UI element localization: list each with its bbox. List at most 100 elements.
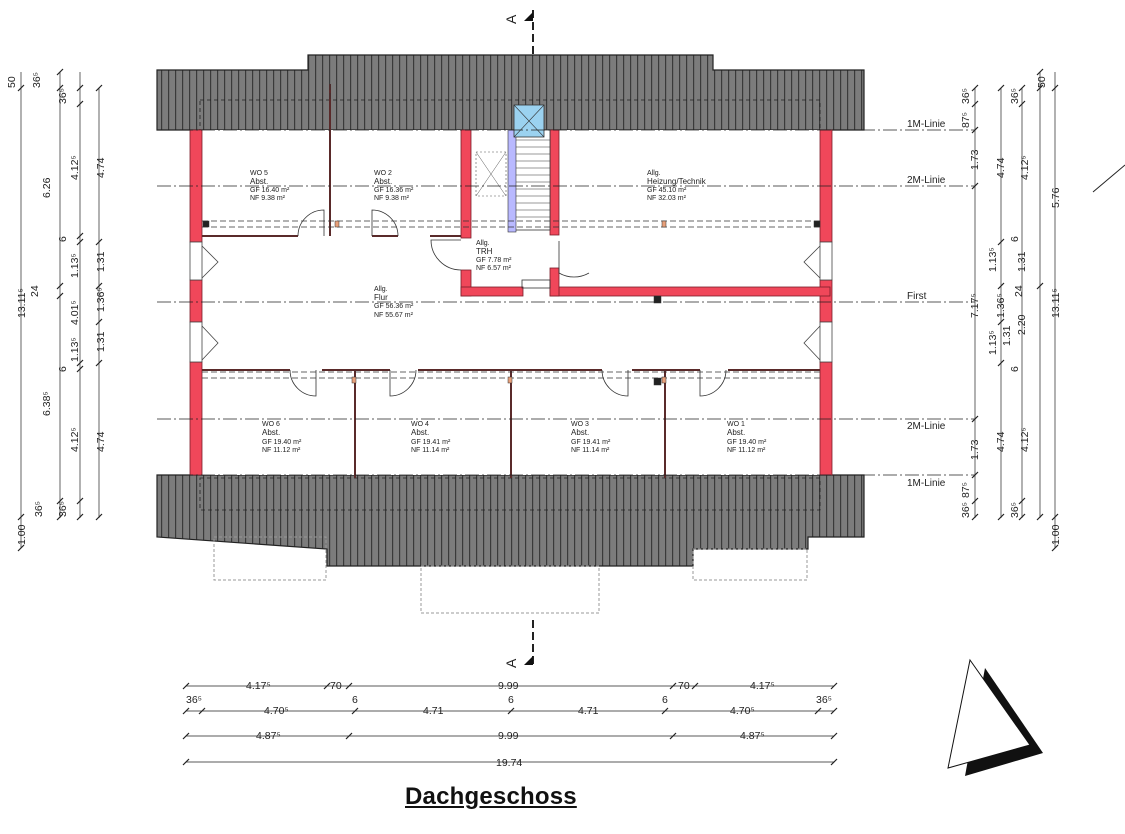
svg-text:NF 9.38 m²: NF 9.38 m² (374, 195, 410, 202)
svg-text:1.31: 1.31 (95, 251, 107, 272)
svg-text:36⁵: 36⁵ (960, 88, 972, 104)
svg-text:4.17⁵: 4.17⁵ (246, 680, 271, 692)
svg-text:WO 4: WO 4 (411, 421, 429, 428)
svg-text:1.13⁵: 1.13⁵ (987, 247, 999, 272)
room-flur: Allg. Flur GF 56.36 m² NF 55.67 m² (374, 286, 414, 319)
svg-text:TRH: TRH (476, 247, 493, 256)
svg-text:6.38⁵: 6.38⁵ (41, 391, 53, 416)
svg-text:4.71: 4.71 (423, 705, 444, 717)
svg-text:36⁵: 36⁵ (816, 694, 832, 706)
svg-text:1.31: 1.31 (1001, 325, 1013, 346)
svg-text:Abst.: Abst. (727, 428, 745, 437)
svg-text:4.12⁵: 4.12⁵ (69, 155, 81, 180)
svg-text:4.74: 4.74 (995, 431, 1007, 452)
svg-text:6: 6 (1009, 366, 1021, 372)
svg-text:1.31: 1.31 (1016, 251, 1028, 272)
svg-text:Abst.: Abst. (571, 428, 589, 437)
svg-text:1.73: 1.73 (969, 149, 981, 170)
section-label-bottom: A (503, 658, 519, 668)
svg-text:36⁵: 36⁵ (1009, 88, 1021, 104)
svg-text:9.99: 9.99 (498, 730, 519, 742)
room-wo3: WO 3 Abst. GF 19.41 m² NF 11.14 m² (571, 421, 611, 454)
dim-ticks-bottom (182, 682, 838, 766)
dim-lines-right (974, 72, 1056, 548)
svg-text:36⁵: 36⁵ (33, 501, 45, 517)
svg-text:1.13⁵: 1.13⁵ (987, 330, 999, 355)
svg-text:6: 6 (57, 366, 69, 372)
svg-text:50: 50 (6, 76, 18, 88)
drawing-title: Dachgeschoss (405, 783, 577, 810)
dim-lines-bottom (186, 685, 834, 763)
svg-text:87⁵: 87⁵ (960, 112, 972, 128)
svg-text:6: 6 (662, 694, 668, 706)
room-wo5: WO 5 Abst. GF 16.40 m² NF 9.38 m² (250, 170, 290, 202)
dim-text-left: 1.00 13.11⁵ 50 36⁵ 6.38⁵ 24 6.26 36⁵ 36⁵… (6, 72, 107, 545)
axis-label-1m-bottom: 1M-Linie (907, 478, 946, 489)
svg-text:70: 70 (330, 680, 342, 692)
dim-ticks-right (971, 68, 1059, 552)
svg-text:36⁵: 36⁵ (57, 88, 69, 104)
column-markers (202, 220, 821, 386)
svg-text:4.70⁵: 4.70⁵ (730, 705, 755, 717)
svg-text:Flur: Flur (374, 293, 388, 302)
svg-text:6: 6 (352, 694, 358, 706)
svg-text:36⁵: 36⁵ (31, 72, 43, 88)
svg-text:WO 2: WO 2 (374, 170, 392, 177)
dim-ticks-left (17, 68, 103, 552)
stray-line (1092, 164, 1125, 193)
room-wo1: WO 1 Abst. GF 19.40 m² NF 11.12 m² (727, 421, 767, 454)
svg-text:GF 19.40 m²: GF 19.40 m² (727, 439, 767, 446)
svg-text:36⁵: 36⁵ (1009, 502, 1021, 518)
svg-text:GF 45.10 m²: GF 45.10 m² (647, 187, 687, 194)
svg-text:4.74: 4.74 (95, 157, 107, 178)
svg-text:GF 16.40 m²: GF 16.40 m² (250, 187, 290, 194)
section-line-a: A A (503, 10, 534, 668)
svg-text:4.70⁵: 4.70⁵ (264, 705, 289, 717)
svg-text:1.00: 1.00 (1050, 524, 1062, 545)
roof-bottom (156, 474, 865, 567)
svg-text:Abst.: Abst. (262, 428, 280, 437)
side-windows (189, 241, 833, 363)
svg-text:4.74: 4.74 (95, 431, 107, 452)
svg-text:Abst.: Abst. (374, 177, 392, 186)
axis-lines (157, 129, 975, 476)
svg-text:5.76: 5.76 (1050, 187, 1062, 208)
svg-text:1.00: 1.00 (16, 524, 28, 545)
room-wo4: WO 4 Abst. GF 19.41 m² NF 11.14 m² (411, 421, 451, 454)
svg-text:Heizung/Technik: Heizung/Technik (647, 177, 707, 186)
svg-text:Allg.: Allg. (647, 170, 661, 177)
svg-text:GF 19.40 m²: GF 19.40 m² (262, 439, 302, 446)
svg-text:4.87⁵: 4.87⁵ (256, 730, 281, 742)
room-wo6: WO 6 Abst. GF 19.40 m² NF 11.12 m² (262, 421, 302, 454)
svg-text:NF 9.38 m²: NF 9.38 m² (250, 195, 286, 202)
dim-text-right: 36⁵ 87⁵ 1.73 7.17⁵ 1.73 87⁵ 36⁵ 1.13⁵ 1.… (960, 76, 1062, 545)
svg-text:Abst.: Abst. (411, 428, 429, 437)
svg-text:NF 55.67 m²: NF 55.67 m² (374, 312, 414, 319)
svg-text:9.99: 9.99 (498, 680, 519, 692)
svg-text:NF 11.14 m²: NF 11.14 m² (411, 447, 450, 454)
svg-text:1.36⁵: 1.36⁵ (95, 287, 107, 312)
door-swings (289, 209, 727, 397)
svg-text:2.20: 2.20 (1016, 314, 1028, 335)
svg-text:7.17⁵: 7.17⁵ (969, 293, 981, 318)
room-wo2: WO 2 Abst. GF 16.36 m² NF 9.38 m² (374, 170, 414, 202)
axis-label-first: First (907, 291, 927, 302)
svg-text:87⁵: 87⁵ (960, 482, 972, 498)
svg-text:Allg.: Allg. (476, 240, 490, 247)
svg-text:6: 6 (508, 694, 514, 706)
svg-text:GF 16.36 m²: GF 16.36 m² (374, 187, 414, 194)
svg-text:NF 11.12 m²: NF 11.12 m² (262, 447, 301, 454)
svg-text:Abst.: Abst. (250, 177, 268, 186)
svg-text:WO 6: WO 6 (262, 421, 280, 428)
svg-text:4.12⁵: 4.12⁵ (69, 427, 81, 452)
svg-text:NF 11.14 m²: NF 11.14 m² (571, 447, 610, 454)
svg-text:70: 70 (678, 680, 690, 692)
svg-text:1.13⁵: 1.13⁵ (69, 337, 81, 362)
roof-top (156, 54, 865, 131)
svg-text:24: 24 (1013, 285, 1025, 297)
partitions (202, 84, 820, 478)
svg-text:1.73: 1.73 (969, 439, 981, 460)
svg-text:1.36⁵: 1.36⁵ (995, 293, 1007, 318)
svg-text:1.13⁵: 1.13⁵ (69, 253, 81, 278)
